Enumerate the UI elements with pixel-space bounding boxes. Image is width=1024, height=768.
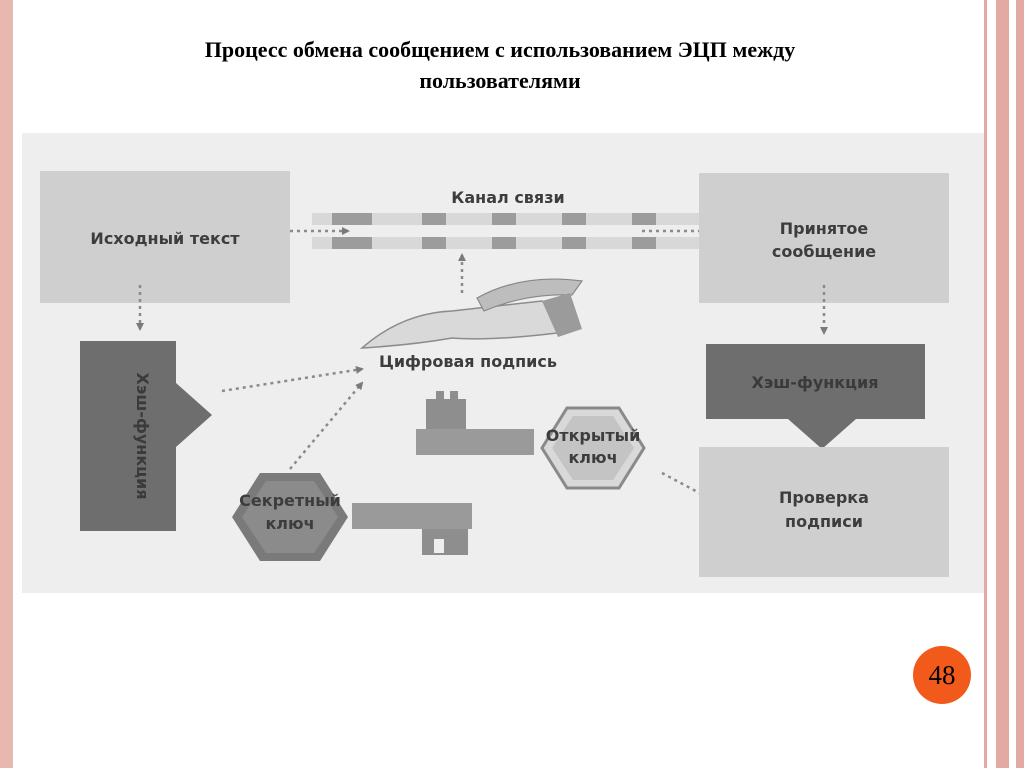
page-number-badge: 48 [913, 646, 971, 704]
received-line-2: сообщение [772, 242, 876, 261]
verify-line-1: Проверка [779, 488, 869, 507]
received-line-1: Принятое [780, 219, 869, 238]
signature-diagram: Исходный текст Канал связи Принятое сооб… [22, 133, 984, 593]
source-text-label: Исходный текст [90, 229, 240, 248]
secret-key-line-2: ключ [265, 514, 314, 533]
public-key-line-2: ключ [568, 448, 617, 467]
hash-function-left: Хэш-функция [80, 341, 212, 531]
hash-right-label: Хэш-функция [751, 373, 878, 392]
public-key-line-1: Открытый [546, 426, 641, 445]
slide-title-line-1: Процесс обмена сообщением с использовани… [204, 37, 796, 62]
slide-title-line-2: пользователями [419, 68, 581, 93]
diagram-canvas: Исходный текст Канал связи Принятое сооб… [40, 171, 949, 577]
left-decor-bar [0, 0, 13, 768]
right-decor-stripes [978, 0, 1024, 768]
hash-left-label: Хэш-функция [133, 372, 152, 499]
arrow-secret-key-to-signature [289, 381, 364, 470]
secret-key-line-1: Секретный [239, 491, 341, 510]
arrow-hash-to-signature [221, 365, 364, 393]
channel-label: Канал связи [451, 188, 564, 207]
source-text-box: Исходный текст [40, 171, 290, 303]
quill-pen-icon [359, 278, 584, 349]
signature-verification-box: Проверка подписи [699, 447, 949, 577]
received-message-box: Принятое сообщение [699, 173, 949, 303]
secret-key-icon: Секретный ключ [232, 473, 472, 561]
digital-signature-label: Цифровая подпись [379, 352, 557, 371]
hash-function-right: Хэш-функция [706, 344, 925, 449]
public-key-icon: Открытый ключ [416, 391, 646, 490]
verify-line-2: подписи [785, 512, 863, 531]
slide-title: Процесс обмена сообщением с использовани… [60, 34, 940, 96]
communication-channel: Канал связи [312, 188, 712, 249]
